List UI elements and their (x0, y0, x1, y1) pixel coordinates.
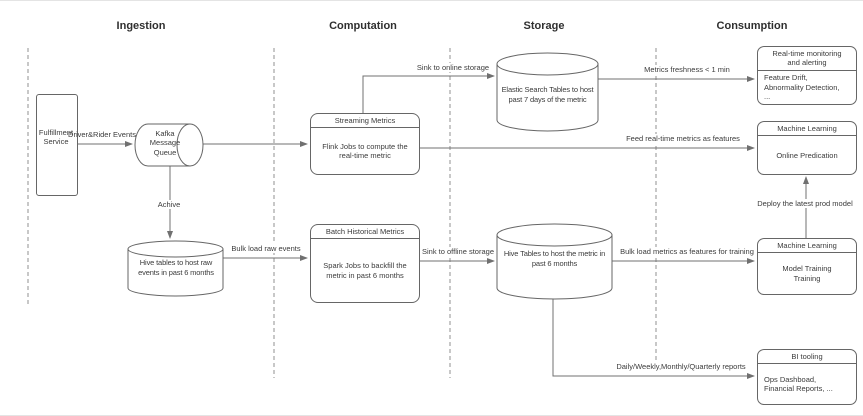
elastic-cylinder-top (496, 52, 599, 76)
streaming-metrics-node: Streaming Metrics Flink Jobs to compute … (310, 113, 420, 175)
hive-metrics-cylinder-body (496, 234, 613, 300)
kafka-queue-label: Kafka Message Queue (149, 129, 181, 157)
realtime-monitoring-title: Real-time monitoring and alerting (758, 47, 856, 71)
section-header-storage: Storage (523, 20, 565, 32)
arrow-streaming-to-elastic (362, 73, 495, 113)
bi-tooling-body: Ops Dashboad, Financial Reports, ... (764, 374, 833, 394)
edge-label-metrics-freshness: Metrics freshness < 1 min (643, 65, 731, 74)
edge-label-bulk-load-metrics-training: Bulk load metrics as features for traini… (619, 247, 755, 256)
edge-label-bulk-load-raw-events: Bulk load raw events (230, 244, 302, 253)
edge-label-feed-realtime-metrics: Feed real-time metrics as features (625, 134, 741, 143)
edge-label-sink-to-offline-storage: Sink to offline storage (421, 247, 495, 256)
realtime-monitoring-body: Feature Drift, Abnormality Detection, ..… (764, 73, 840, 102)
hive-raw-cylinder-top (127, 240, 224, 258)
edge-label-sink-to-online-storage: Sink to online storage (415, 63, 491, 72)
hive-metrics-label: Hive Tables to host the metric in past 6… (503, 249, 606, 268)
fulfillment-service-node (36, 94, 78, 196)
ml-model-training-body: Model Training Training (782, 264, 832, 283)
elastic-search-label: Elastic Search Tables to host past 7 day… (501, 85, 594, 104)
realtime-monitoring-node: Real-time monitoring and alerting Featur… (757, 46, 857, 105)
kafka-cylinder-cap (176, 123, 204, 167)
hive-raw-events-label: Hive tables to host raw events in past 6… (138, 258, 214, 277)
batch-historical-metrics-body: Spark Jobs to backfill the metric in pas… (323, 261, 407, 280)
streaming-metrics-title: Streaming Metrics (311, 114, 419, 129)
hive-metrics-cylinder-top (496, 223, 613, 247)
fulfillment-service-label: Fulfillment Service (38, 128, 74, 147)
edge-label-driver-rider-events: Driver&Rider Events (68, 130, 136, 139)
bi-tooling-title: BI tooling (758, 350, 856, 365)
kafka-cylinder-body (134, 123, 191, 167)
edge-label-achive: Achive (156, 200, 182, 209)
ml-online-prediction-node: Machine Learning Online Predication (757, 121, 857, 175)
section-header-ingestion: Ingestion (116, 20, 166, 32)
streaming-metrics-body: Flink Jobs to compute the real-time metr… (322, 141, 408, 161)
edge-label-deploy-latest-prod-model: Deploy the latest prod model (756, 199, 854, 208)
ml-online-prediction-title: Machine Learning (758, 122, 856, 137)
elastic-cylinder-body (496, 63, 599, 132)
ml-model-training-title: Machine Learning (758, 239, 856, 254)
arrow-hive-metrics-to-bi (552, 299, 755, 379)
bi-tooling-node: BI tooling Ops Dashboad, Financial Repor… (757, 349, 857, 405)
batch-historical-metrics-title: Batch Historical Metrics (311, 225, 419, 240)
ml-model-training-node: Machine Learning Model Training Training (757, 238, 857, 295)
hive-raw-cylinder-body (127, 248, 224, 297)
batch-historical-metrics-node: Batch Historical Metrics Spark Jobs to b… (310, 224, 420, 303)
section-header-computation: Computation (329, 20, 397, 32)
ml-online-prediction-body: Online Predication (776, 150, 838, 160)
section-header-consumption: Consumption (716, 20, 788, 32)
edge-label-periodic-reports: Daily/Weekly,Monthly/Quarterly reports (615, 362, 747, 371)
